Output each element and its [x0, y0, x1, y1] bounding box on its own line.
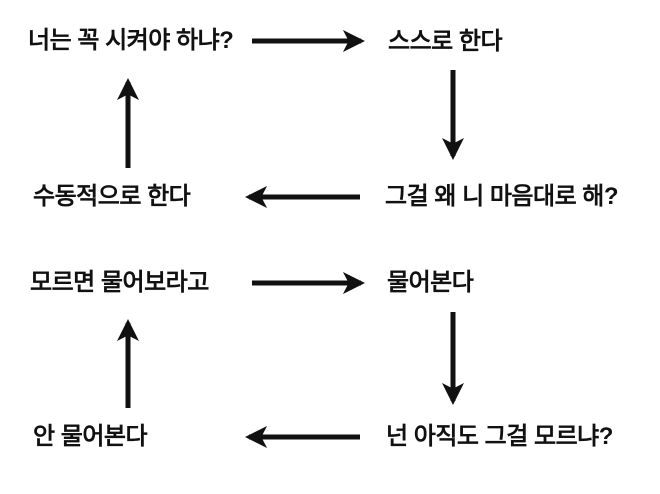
node-why-label: 그걸 왜 니 마음대로 해?	[385, 182, 619, 210]
node-demand-label: 너는 꼭 시켜야 하냐?	[28, 26, 234, 54]
node-asks-label: 물어본다	[387, 268, 474, 296]
node-ask-told-label: 모르면 물어보라고	[30, 268, 209, 296]
node-still-label: 넌 아직도 그걸 모르냐?	[386, 422, 613, 450]
node-self-label: 스스로 한다	[388, 27, 503, 55]
node-passive-label: 수동적으로 한다	[33, 182, 191, 210]
node-no-ask-label: 안 물어본다	[33, 422, 148, 450]
